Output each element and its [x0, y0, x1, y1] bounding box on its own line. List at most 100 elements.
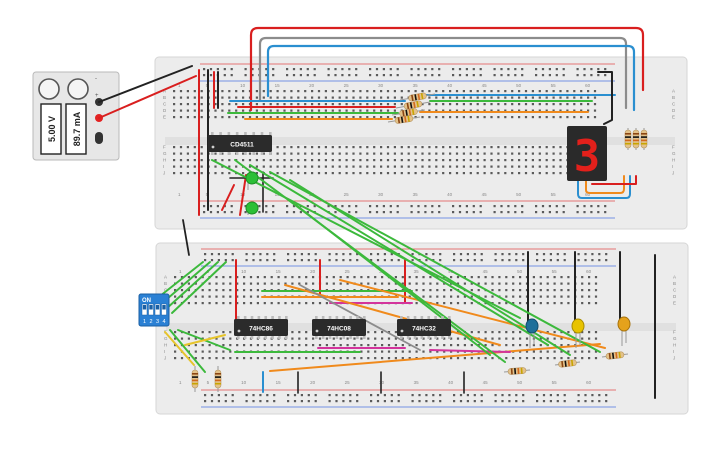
column-label: 60 [585, 192, 591, 197]
column-label: 45 [482, 83, 488, 88]
row-label: A [673, 275, 676, 280]
wire-orange-loop[interactable] [585, 175, 625, 194]
voltage-knob[interactable] [38, 78, 60, 100]
column-label: 50 [516, 83, 522, 88]
wire-red-overhead[interactable] [249, 26, 645, 112]
wire-yellow-dip[interactable] [164, 331, 195, 366]
column-label: 45 [482, 192, 488, 197]
seven-seg-resistors[interactable] [624, 128, 648, 150]
column-label: 50 [517, 269, 523, 274]
wire-blue-loop[interactable] [577, 175, 631, 199]
column-label: 30 [378, 192, 384, 197]
chip-74hc32[interactable]: 74HC32 [397, 316, 451, 339]
chip-cd4511[interactable]: CD4511 [208, 132, 272, 155]
resistor[interactable] [503, 367, 531, 375]
column-label: 20 [310, 269, 316, 274]
resistor[interactable] [387, 115, 421, 124]
led-orange[interactable] [617, 316, 631, 346]
wire-yellow-dip-2[interactable] [184, 334, 226, 346]
resistor[interactable] [601, 351, 629, 360]
voltage-readout: 5.00 V [47, 116, 57, 142]
wire-board-link[interactable] [182, 219, 190, 256]
wire-black-hook[interactable] [597, 71, 613, 125]
row-label: B [672, 95, 675, 100]
column-label: 50 [516, 192, 522, 197]
row-label: F [672, 145, 675, 150]
wire-power-lead[interactable] [98, 75, 197, 119]
resistor[interactable] [395, 100, 431, 110]
current-readout: 89.7 mA [72, 111, 82, 146]
wire-green-dip-3[interactable] [165, 261, 219, 310]
chip-74hc32-label: 74HC32 [412, 326, 436, 333]
resistor[interactable] [214, 366, 222, 392]
resistor[interactable] [399, 92, 436, 102]
column-label: 10 [241, 380, 247, 385]
row-label: E [672, 115, 675, 120]
seven-segment-digit: 3 [574, 131, 601, 182]
resistor[interactable] [554, 359, 581, 368]
resistor[interactable] [632, 128, 640, 150]
row-label: A [163, 89, 166, 94]
dip-switch-position-label: 2 [150, 319, 153, 325]
row-label: C [164, 288, 168, 293]
wire-ground-lead[interactable] [98, 65, 193, 103]
row-label: B [673, 281, 676, 286]
wire-green-x5[interactable] [289, 179, 571, 356]
wire-gray-diag[interactable] [299, 284, 421, 351]
wire-green-dip-4[interactable] [171, 261, 227, 314]
column-label: 45 [483, 380, 489, 385]
dip-switch-position-label: 1 [143, 319, 146, 325]
top-resistor-group[interactable] [387, 92, 436, 124]
column-label: 60 [585, 83, 591, 88]
resistor[interactable] [391, 108, 426, 117]
row-label: H [163, 158, 166, 163]
seven-segment-display[interactable]: 3 [567, 126, 607, 182]
column-label: 10 [240, 83, 246, 88]
chip-cd4511-label: CD4511 [230, 142, 254, 149]
column-label: 25 [345, 380, 351, 385]
row-label: H [673, 343, 676, 348]
led-blue[interactable] [525, 318, 539, 348]
wire-magenta-right[interactable] [429, 349, 511, 353]
resistor[interactable] [640, 128, 648, 150]
row-label: G [163, 151, 167, 156]
chip-74hc08[interactable]: 74HC08 [312, 316, 366, 339]
current-knob[interactable] [67, 78, 89, 100]
column-label: 25 [345, 269, 351, 274]
column-label: 15 [276, 380, 282, 385]
wire-gray-overhead[interactable] [258, 36, 628, 110]
resistor[interactable] [191, 366, 199, 392]
wire-green-x6[interactable] [295, 204, 491, 356]
power-supply[interactable]: 5.00 V 89.7 mA - + [32, 71, 120, 161]
wire-orange-to-led[interactable] [339, 279, 606, 349]
chip-74hc86[interactable]: 74HC86 [234, 316, 288, 339]
column-label: 55 [551, 83, 557, 88]
led-yellow[interactable] [571, 318, 585, 348]
row-label: F [673, 330, 676, 335]
led-green-1[interactable] [245, 171, 259, 190]
wire-red-short-2[interactable] [221, 184, 235, 211]
wire-red-short-3[interactable] [239, 174, 247, 216]
output-switch[interactable] [95, 132, 103, 144]
current-display [65, 103, 87, 155]
bottom-wires [182, 219, 656, 399]
row-label: J [672, 171, 674, 176]
column-label: 35 [413, 83, 419, 88]
led-green-2[interactable] [245, 201, 259, 215]
bottom-resistor-group[interactable] [191, 351, 629, 392]
wire-green-dip-5[interactable] [169, 329, 206, 373]
row-label: A [164, 275, 167, 280]
row-label: G [673, 336, 677, 341]
row-label: C [673, 288, 677, 293]
resistor[interactable] [624, 128, 632, 150]
row-label: F [163, 145, 166, 150]
wire-blue-overhead[interactable] [266, 44, 636, 112]
row-label: I [672, 164, 673, 169]
dip-switch-position-label: 4 [163, 319, 166, 325]
row-label: G [672, 151, 676, 156]
wire-red-loop[interactable] [591, 175, 637, 185]
column-label: 25 [344, 192, 350, 197]
wire-orange-long[interactable] [269, 343, 601, 372]
